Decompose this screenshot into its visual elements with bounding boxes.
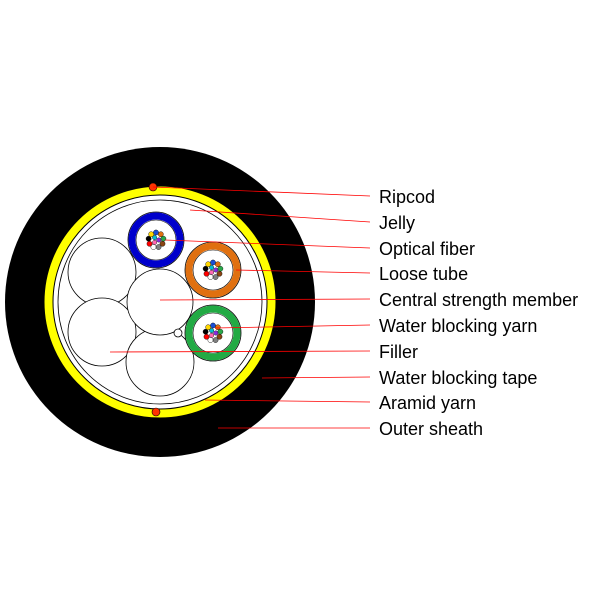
optical-fiber <box>217 328 224 335</box>
leader-lines <box>109 186 371 429</box>
loose-tube-orange <box>184 241 242 299</box>
optical-fiber <box>213 267 219 273</box>
leader-line-water-blocking-yarn <box>214 324 371 329</box>
optical-fiber <box>215 261 221 268</box>
optical-fiber <box>212 274 219 280</box>
label-aramid-yarn: Aramid yarn <box>379 393 477 413</box>
optical-fiber <box>217 265 224 272</box>
leader-line-water-blocking-tape <box>261 376 371 379</box>
optical-fiber <box>158 231 164 238</box>
optical-fiber <box>203 270 210 277</box>
leader-line-jelly <box>189 209 371 223</box>
optical-fiber <box>205 261 211 268</box>
loose-tube-blue <box>127 211 185 269</box>
leader-line-filler <box>109 350 371 353</box>
optical-fiber <box>160 235 167 242</box>
central-strength-member <box>126 268 194 336</box>
filler <box>67 297 137 367</box>
optical-fiber <box>209 328 215 333</box>
label-filler: Filler <box>379 342 418 362</box>
label-outer-sheath: Outer sheath <box>379 419 484 439</box>
optical-fiber-bundle <box>202 259 224 280</box>
optical-fiber <box>210 259 216 266</box>
leader-line-ripcod <box>152 186 371 197</box>
optical-fiber <box>146 240 153 247</box>
optical-fiber <box>216 333 223 340</box>
optical-fiber <box>203 333 210 340</box>
filler <box>125 327 195 397</box>
label-central-strength-member: Central strength member <box>379 290 579 310</box>
optical-fiber <box>156 237 162 243</box>
optical-fiber <box>153 229 159 236</box>
loose-tube-green <box>184 304 242 362</box>
optical-fiber <box>209 333 215 338</box>
optical-fiber-bundle <box>202 322 224 343</box>
label-optical-fiber: Optical fiber <box>379 239 476 259</box>
optical-fiber <box>209 265 215 270</box>
optical-fiber <box>213 330 219 336</box>
optical-fiber <box>205 324 211 331</box>
optical-fiber <box>215 324 221 331</box>
optical-fiber <box>209 270 215 275</box>
optical-fiber <box>210 322 216 329</box>
label-jelly: Jelly <box>379 213 416 233</box>
optical-fiber <box>202 328 209 335</box>
label-ripcod: Ripcod <box>379 187 436 207</box>
optical-fiber <box>152 235 158 240</box>
optical-fiber <box>212 337 219 343</box>
water-blocking-yarn <box>173 328 183 338</box>
optical-fiber <box>145 235 152 242</box>
optical-fiber <box>152 240 158 245</box>
optical-fiber <box>202 265 209 272</box>
filler <box>67 237 137 307</box>
ripcord-bottom <box>151 407 161 417</box>
optical-fiber <box>159 240 166 247</box>
optical-fiber <box>148 231 154 238</box>
leader-line-loose-tube <box>235 269 371 274</box>
leader-line-optical-fiber <box>164 239 371 249</box>
optical-fiber-bundle <box>145 229 167 250</box>
optical-fiber <box>216 270 223 277</box>
label-water-blocking-yarn: Water blocking yarn <box>379 316 538 336</box>
leader-line-central-strength-member <box>159 298 371 301</box>
leader-line-aramid-yarn <box>204 399 371 403</box>
label-water-blocking-tape: Water blocking tape <box>379 368 538 388</box>
optical-fiber <box>155 244 162 250</box>
label-loose-tube: Loose tube <box>379 264 469 284</box>
